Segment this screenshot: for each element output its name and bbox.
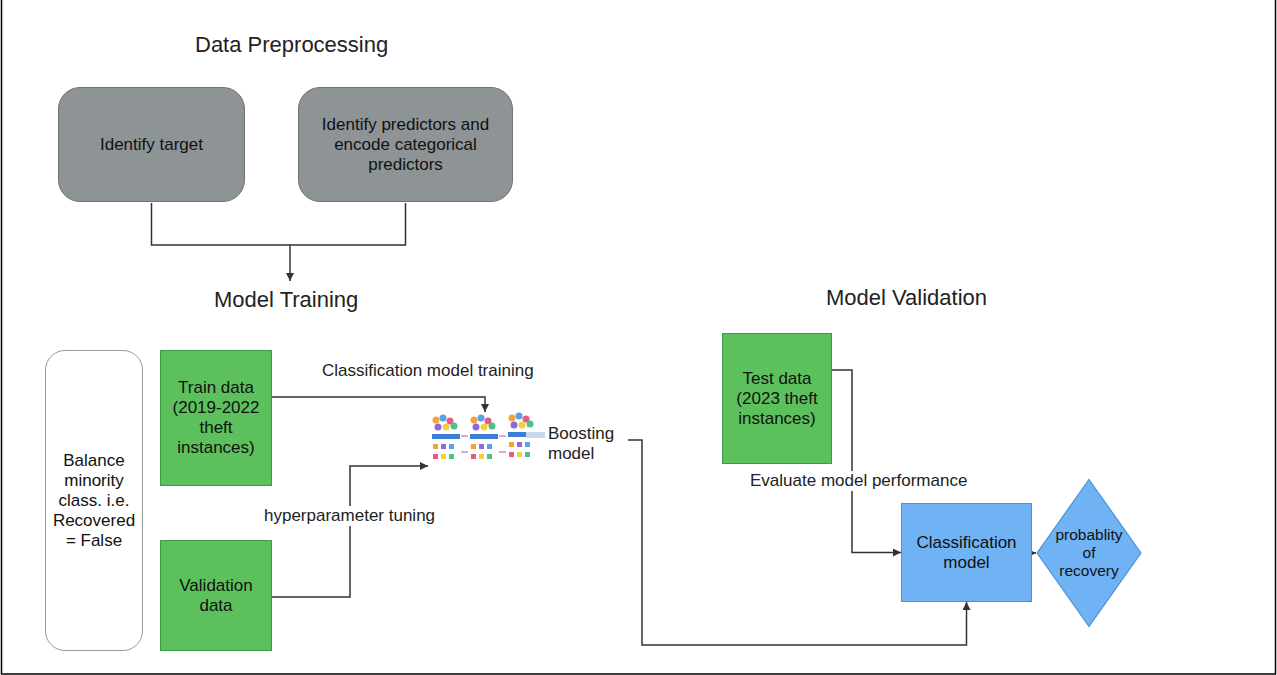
data-box: Test data (2023 theft instances) [722,333,832,464]
edge-label: Evaluate model performance [748,471,969,491]
output-diamond: probablity of recovery [1036,478,1142,628]
data-box: Validation data [160,540,272,651]
edge-label: hyperparameter tuning [262,506,437,526]
process-box: Identify predictors and encode categoric… [298,87,513,202]
section-heading: Model Training [214,287,358,313]
section-heading: Model Validation [826,285,987,311]
data-box: Train data (2019-2022 theft instances) [160,350,272,486]
node-text: Boosting model [548,424,628,463]
flow-arrow [272,397,485,412]
process-box: Identify target [58,87,245,202]
edge-label: Classification model training [320,361,536,381]
node-text: Train data (2019-2022 theft instances) [166,378,266,458]
model-box: Classification model [901,503,1032,602]
node-text: Validation data [166,576,266,616]
model-illustration: Boosting model [428,412,628,470]
node-text: Identify predictors and encode categoric… [313,115,498,175]
node-text: Test data (2023 theft instances) [728,369,826,429]
node-text: Classification model [910,533,1023,573]
section-heading: Data Preprocessing [195,32,388,58]
note-box: Balance minority class. i.e. Recovered =… [45,350,143,651]
node-text: Identify target [100,135,203,155]
node-text: Balance minority class. i.e. Recovered =… [50,451,138,551]
flow-arrow [272,466,428,597]
flow-arrow [1032,552,1036,554]
node-text: probablity of recovery [1052,526,1126,579]
flow-arrow [832,370,901,553]
